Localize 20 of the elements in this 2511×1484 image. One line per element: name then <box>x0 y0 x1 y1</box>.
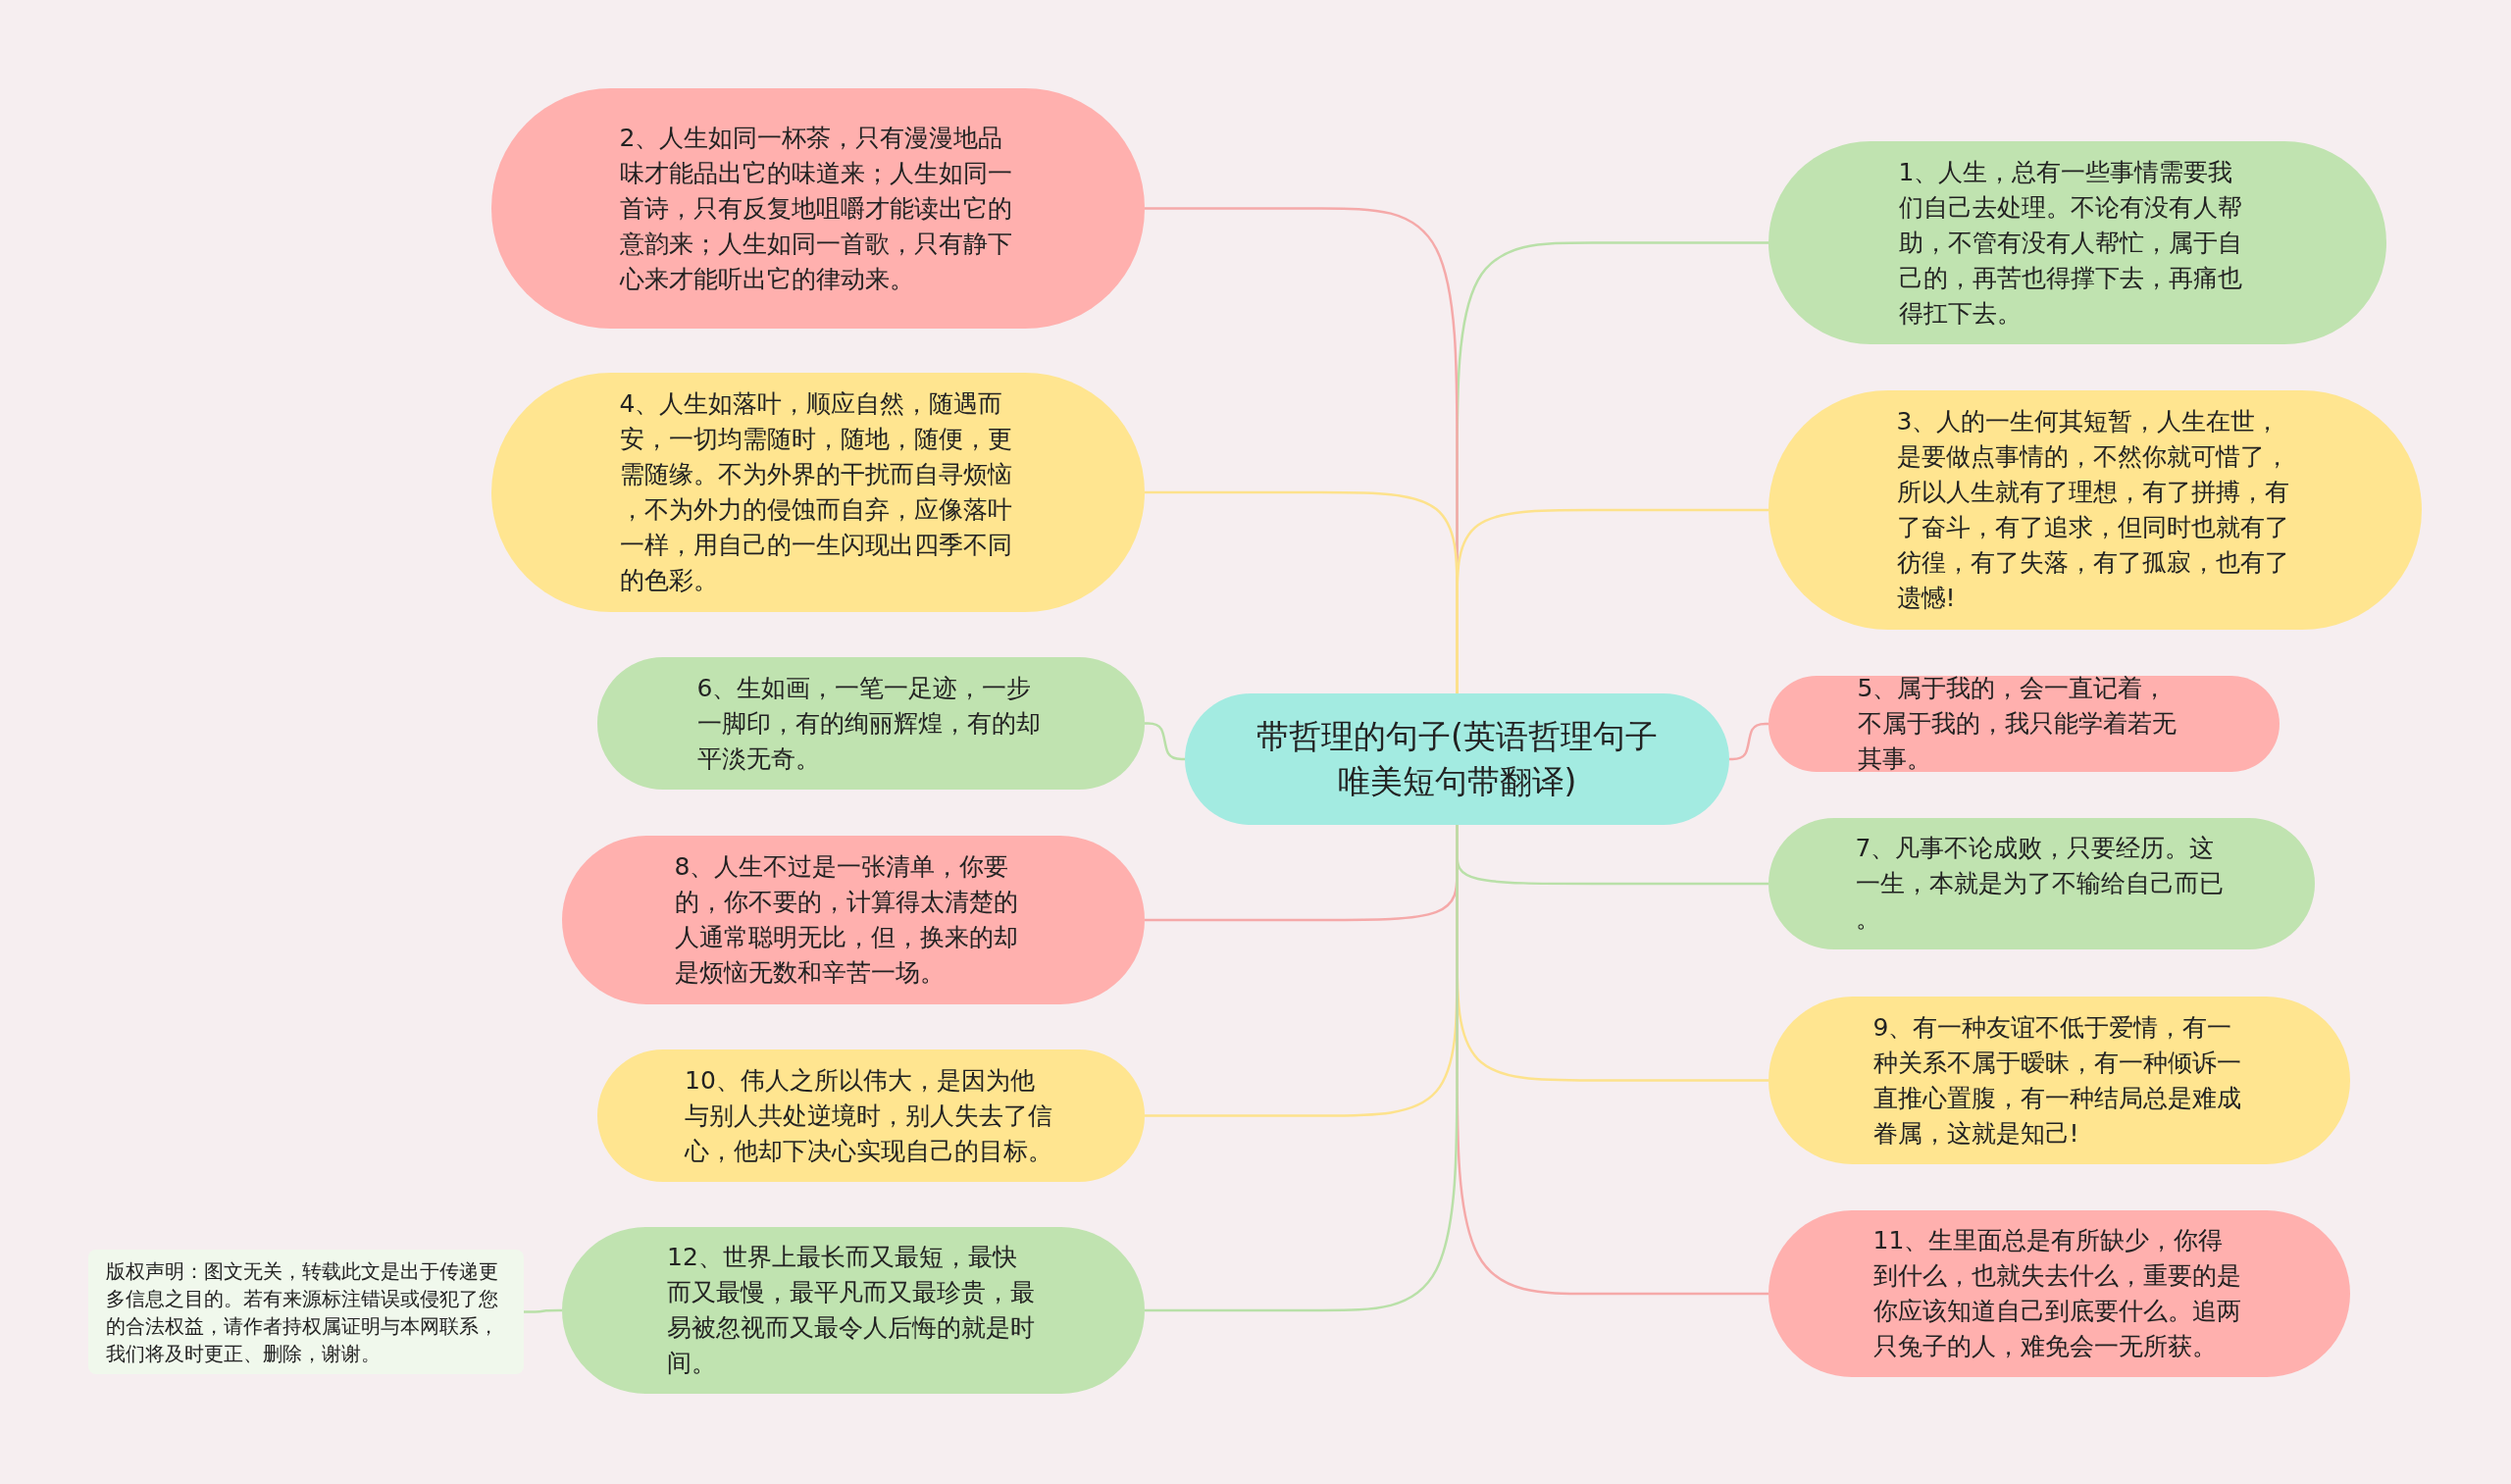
quote-text: 9、有一种友谊不低于爱情，有一种关系不属于暧昧，有一种倾诉一直推心置腹，有一种结局总是难成眷属，这就是知己! <box>1872 1011 2242 1150</box>
quote-text: 10、伟人之所以伟大，是因为他与别人共处逆境时，别人失去了信心，他却下决心实现自己的目标。 <box>685 1064 1053 1167</box>
connector-line <box>1145 722 1185 761</box>
connector-line <box>1729 722 1768 761</box>
quote-text: 2、人生如同一杯茶，只有漫漫地品味才能品出它的味道来；人生如同一首诗，只有反复地咀嚼才能读出它的意韵来；人生如同一首歌，只有静下心来才能听出它的律动来。 <box>619 122 1013 295</box>
quote-text: 7、凡事不论成败，只要经历。这一生，本就是为了不输给自己而已。 <box>1855 833 2225 935</box>
quote-text: 8、人生不过是一张清单，你要的，你不要的，计算得太清楚的人通常聪明无比，但，换来的却是烦恼无数和辛苦一场。 <box>674 851 1019 989</box>
quote-text: 4、人生如落叶，顺应自然，随遇而安，一切均需随时，随地，随便，更需随缘。不为外界的干扰而自寻烦恼，不为外力的侵蚀而自弃，应像落叶一样，用自己的一生闪现出四季不同的色彩。 <box>619 388 1013 596</box>
quote-text: 6、生如画，一笔一足迹，一步一脚印，有的绚丽辉煌，有的却平淡无奇。 <box>696 672 1042 775</box>
quote-text: 12、世界上最长而又最短，最快而又最慢，最平凡而又最珍贵，最易被忽视而又最令人后悔的就是时间。 <box>667 1242 1036 1379</box>
connector-line <box>524 1308 562 1313</box>
connector-line <box>1145 490 1459 693</box>
notice-text: 版权声明：图文无关，转载此文是出于传递更多信息之目的。若有来源标注错误或侵犯了您的合法权益，请作者持权属证明与本网联系，我们将及时更正、删除，谢谢。 <box>106 1257 499 1367</box>
topic-title: 带哲理的句子(英语哲理句子唯美短句带翻译) <box>1256 716 1659 802</box>
connector-line <box>1145 825 1459 1312</box>
quote-text: 3、人的一生何其短暂，人生在世，是要做点事情的，不然你就可惜了，所以人生就有了理想，有了拼搏，有了奋斗，有了追求，但同时也就有了彷徨，有了失落，有了孤寂，也有了遗憾! <box>1896 406 2290 614</box>
quote-text: 11、生里面总是有所缺少，你得到什么，也就失去什么，重要的是你应该知道自己到底要什么。追两只兔子的人，难免会一无所获。 <box>1872 1225 2242 1362</box>
quote-text: 5、属于我的，会一直记着，不属于我的，我只能学着若无其事。 <box>1857 673 2178 775</box>
quote-text: 1、人生，总有一些事情需要我们自己去处理。不论有没有人帮助，不管有没有人帮忙，属于自己的，再苦也得撑下去，再痛也得扛下去。 <box>1898 156 2243 330</box>
notice-card <box>88 1250 524 1374</box>
